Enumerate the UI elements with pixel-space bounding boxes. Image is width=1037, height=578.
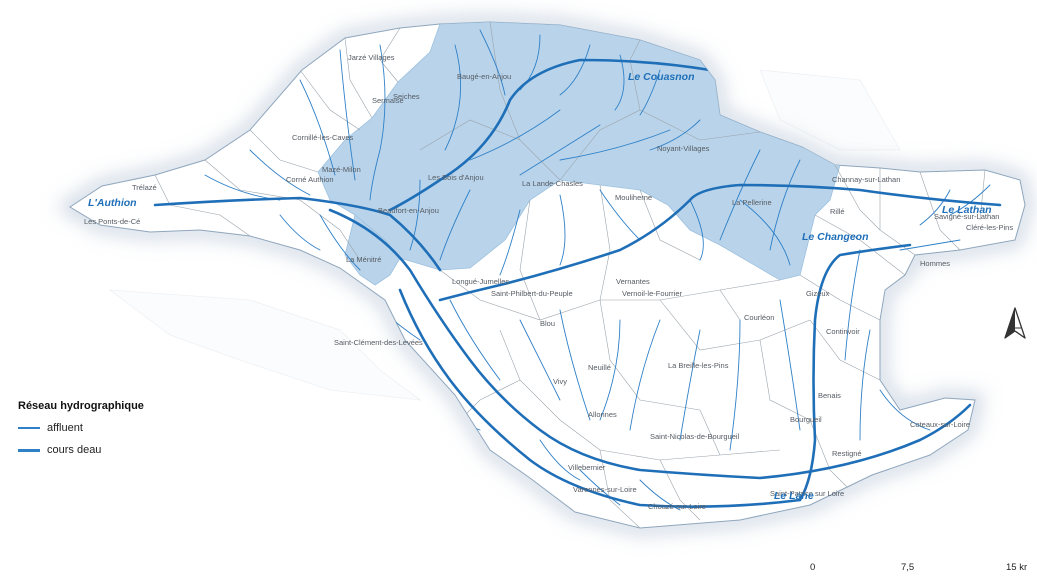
basin-couasnon (317, 22, 841, 281)
thick-line-swatch (18, 448, 40, 452)
place-label: Hommes (920, 259, 950, 268)
place-label: Saint-Nicolas-de-Bourgueil (650, 432, 740, 441)
place-label: Continvoir (826, 327, 860, 336)
place-label: Chouzé-sur-Loire (648, 502, 706, 511)
place-label: Allonnes (588, 410, 617, 419)
place-label: Mazé-Milon (322, 165, 361, 174)
place-label: Trélazé (132, 183, 157, 192)
place-label: Gizeux (806, 289, 830, 298)
place-label: Rillé (830, 207, 845, 216)
place-label: La Pellerine (732, 198, 772, 207)
place-label: Baugé-en-Anjou (457, 72, 511, 81)
river-label-lathan: Le Lathan (942, 204, 992, 216)
place-label: Vivy (553, 377, 567, 386)
river-label-lane: Le Lane (774, 490, 814, 502)
legend-label: cours deau (47, 444, 102, 456)
basin-lower-authion (344, 214, 401, 286)
place-label: Noyant-Villages (657, 144, 710, 153)
place-label: Coteaux-sur-Loire (910, 420, 970, 429)
place-label: Seiches (393, 92, 420, 101)
surrounding-communes (108, 69, 901, 401)
place-label: Bourgueil (790, 415, 822, 424)
legend: Réseau hydrographique affluent cours dea… (18, 400, 218, 470)
place-label: La Lande-Chasles (522, 179, 583, 188)
river-changeon (798, 243, 912, 502)
river-authion (153, 196, 442, 272)
place-label: Les Bois d'Anjou (428, 173, 484, 182)
scale-bar: 0 7,5 15 kr (810, 562, 1035, 576)
river-label-changeon: Le Changeon (802, 231, 869, 243)
place-label: Savigné-sur-Lathan (934, 212, 999, 221)
place-label: Sermaise (372, 96, 404, 105)
scale-label-0: 0 (810, 562, 816, 573)
place-label: Mouliherne (615, 193, 652, 202)
river-lathan (438, 183, 1002, 302)
place-label: Varennes-sur-Loire (573, 485, 637, 494)
place-label: La Ménitré (346, 255, 381, 264)
legend-label: affluent (47, 422, 83, 434)
place-label: Saint-Philbert-du-Peuple (491, 289, 573, 298)
river-couasnon (388, 58, 712, 212)
legend-item-cours-deau: cours deau (18, 442, 101, 458)
place-label: Longué-Jumelles (452, 277, 509, 286)
legend-item-affluent: affluent (18, 420, 83, 436)
place-label: Beaufort-en-Anjou (378, 206, 439, 215)
place-label: Cléré-les-Pins (966, 223, 1013, 232)
place-label: Saint-Clément-des-Levées (334, 338, 423, 347)
north-arrow-icon (1004, 307, 1026, 339)
place-label: Vernoil-le-Fourrier (622, 289, 683, 298)
place-label: Courléon (744, 313, 774, 322)
scale-label-end: 15 kr (1006, 562, 1028, 573)
main-watercourses (153, 58, 1002, 508)
place-label: Neuillé (588, 363, 611, 372)
place-label: Cornillé-les-Caves (292, 133, 354, 142)
place-label: Jarzé Villages (348, 53, 395, 62)
legend-title: Réseau hydrographique (18, 400, 144, 412)
place-label: Benais (818, 391, 841, 400)
place-label: Vernantes (616, 277, 650, 286)
place-label: Blou (540, 319, 555, 328)
thin-line-swatch (18, 427, 40, 429)
place-label: Villebernier (568, 463, 606, 472)
place-labels: Jarzé VillagesBaugé-en-AnjouSeichesSerma… (84, 53, 1013, 511)
place-label: Les Ponts-de-Cé (84, 217, 140, 226)
river-loire-edge (398, 288, 802, 508)
scale-label-mid: 7,5 (901, 562, 915, 573)
river-lane (328, 208, 972, 480)
place-label: Corné Authion (286, 175, 334, 184)
place-label: Saint-Patrice sur Loire (770, 489, 844, 498)
place-label: Channay-sur-Lathan (832, 175, 900, 184)
river-label-authion: L'Authion (88, 197, 137, 209)
place-label: La Breille-les-Pins (668, 361, 729, 370)
river-label-conasnon: Le Couasnon (628, 71, 695, 83)
place-label: Restigné (832, 449, 862, 458)
